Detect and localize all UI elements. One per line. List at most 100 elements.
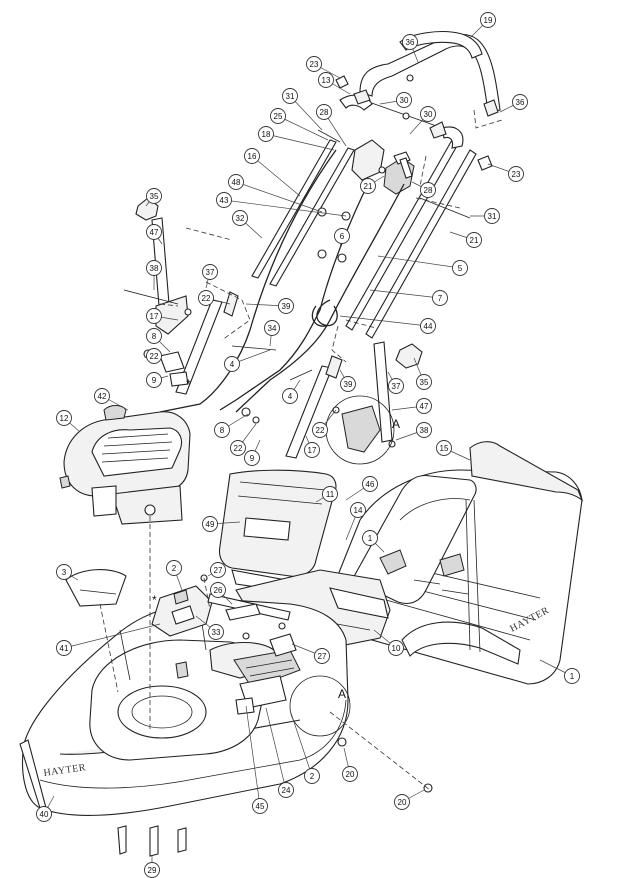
callout-part-36: 36 — [402, 34, 418, 50]
callout-circle — [306, 56, 322, 72]
callout-circle — [316, 104, 332, 120]
callout-circle — [318, 72, 334, 88]
callout-circle — [270, 108, 286, 124]
callout-number: 25 — [274, 112, 283, 121]
deck-dashed-guides — [99, 516, 431, 791]
callout-part-17: 17 — [146, 308, 162, 324]
callout-number: 32 — [236, 214, 245, 223]
leader-line — [277, 115, 329, 141]
callout-number: 37 — [392, 382, 401, 391]
leader-line — [223, 199, 347, 217]
callout-part-28: 28 — [316, 104, 332, 120]
callout-part-33: 33 — [208, 624, 224, 640]
callout-number: 17 — [150, 312, 159, 321]
callout-part-23: 23 — [306, 56, 322, 72]
callout-number: 16 — [248, 152, 257, 161]
callout-circle — [452, 260, 468, 276]
callout-part-12: 12 — [56, 410, 72, 426]
callout-part-49: 49 — [202, 516, 218, 532]
callout-number: 40 — [40, 810, 49, 819]
callout-circle — [146, 224, 162, 240]
callout-circle — [340, 376, 356, 392]
callout-part-42: 42 — [94, 388, 110, 404]
detail-a-label-lower: A — [338, 687, 346, 701]
callout-part-1: 1 — [362, 530, 378, 546]
handle-clamps — [335, 75, 499, 171]
callout-circle — [244, 148, 260, 164]
callout-circle — [334, 228, 350, 244]
callout-number: 2 — [310, 772, 315, 781]
callout-circle — [322, 486, 338, 502]
callout-part-21: 21 — [360, 178, 376, 194]
leader-line — [265, 707, 287, 791]
callout-circle — [216, 192, 232, 208]
callout-circle — [362, 530, 378, 546]
callout-number: 8 — [220, 426, 225, 435]
callout-part-18: 18 — [258, 126, 274, 142]
callout-part-22: 22 — [198, 290, 214, 306]
callout-circle — [224, 356, 240, 372]
callout-number: 22 — [316, 426, 325, 435]
callout-circle — [420, 318, 436, 334]
callout-part-36: 36 — [512, 94, 528, 110]
callout-part-47: 47 — [146, 224, 162, 240]
wheel-cover — [65, 569, 127, 607]
callout-number: 44 — [424, 322, 433, 331]
leader-line — [377, 255, 461, 269]
callout-circle — [282, 88, 298, 104]
callout-number: 36 — [516, 98, 525, 107]
callout-circle — [244, 450, 260, 466]
callout-number: 22 — [234, 444, 243, 453]
callout-circle — [146, 260, 162, 276]
callout-part-31: 31 — [484, 208, 500, 224]
callout-number: 17 — [308, 446, 317, 455]
callout-part-39: 39 — [278, 298, 294, 314]
callout-number: 8 — [152, 332, 157, 341]
callout-number: 41 — [60, 644, 69, 653]
callout-part-46: 46 — [362, 476, 378, 492]
callout-part-35: 35 — [416, 374, 432, 390]
callout-part-25: 25 — [270, 108, 286, 124]
callout-number: 18 — [262, 130, 271, 139]
callout-circle — [388, 378, 404, 394]
callout-part-5: 5 — [452, 260, 468, 276]
callout-number: 9 — [152, 376, 157, 385]
leader-line — [235, 181, 323, 213]
callout-number: 49 — [206, 520, 215, 529]
callout-part-2: 2 — [166, 560, 182, 576]
callout-number: 39 — [282, 302, 291, 311]
callout-circle — [512, 94, 528, 110]
callout-part-24: 24 — [278, 782, 294, 798]
callout-number: 5 — [458, 264, 463, 273]
callout-circle — [312, 422, 328, 438]
callout-circle — [264, 320, 280, 336]
callout-number: 27 — [318, 652, 327, 661]
callout-number: 11 — [326, 490, 335, 499]
callout-number: 24 — [282, 786, 291, 795]
front-bracket — [151, 585, 213, 637]
callout-circle — [416, 422, 432, 438]
callout-circle — [350, 502, 366, 518]
callout-number: 26 — [214, 586, 223, 595]
callout-circle — [416, 374, 432, 390]
callout-circle — [416, 398, 432, 414]
callout-circle — [208, 624, 224, 640]
callout-number: 20 — [398, 798, 407, 807]
callout-circle — [282, 388, 298, 404]
callout-circle — [480, 12, 496, 28]
callout-number: 10 — [392, 644, 401, 653]
callout-part-29: 29 — [144, 862, 160, 878]
callout-number: 31 — [286, 92, 295, 101]
callout-circle — [202, 516, 218, 532]
callout-circle — [146, 348, 162, 364]
callout-number: 15 — [440, 444, 449, 453]
callout-part-38: 38 — [416, 422, 432, 438]
callout-part-43: 43 — [216, 192, 232, 208]
callout-part-8: 8 — [146, 328, 162, 344]
callout-part-15: 15 — [436, 440, 452, 456]
leader-line — [289, 709, 313, 777]
leader-line — [245, 705, 261, 807]
callout-part-1: 1 — [564, 668, 580, 684]
callout-number: 30 — [424, 110, 433, 119]
callout-part-35: 35 — [146, 188, 162, 204]
